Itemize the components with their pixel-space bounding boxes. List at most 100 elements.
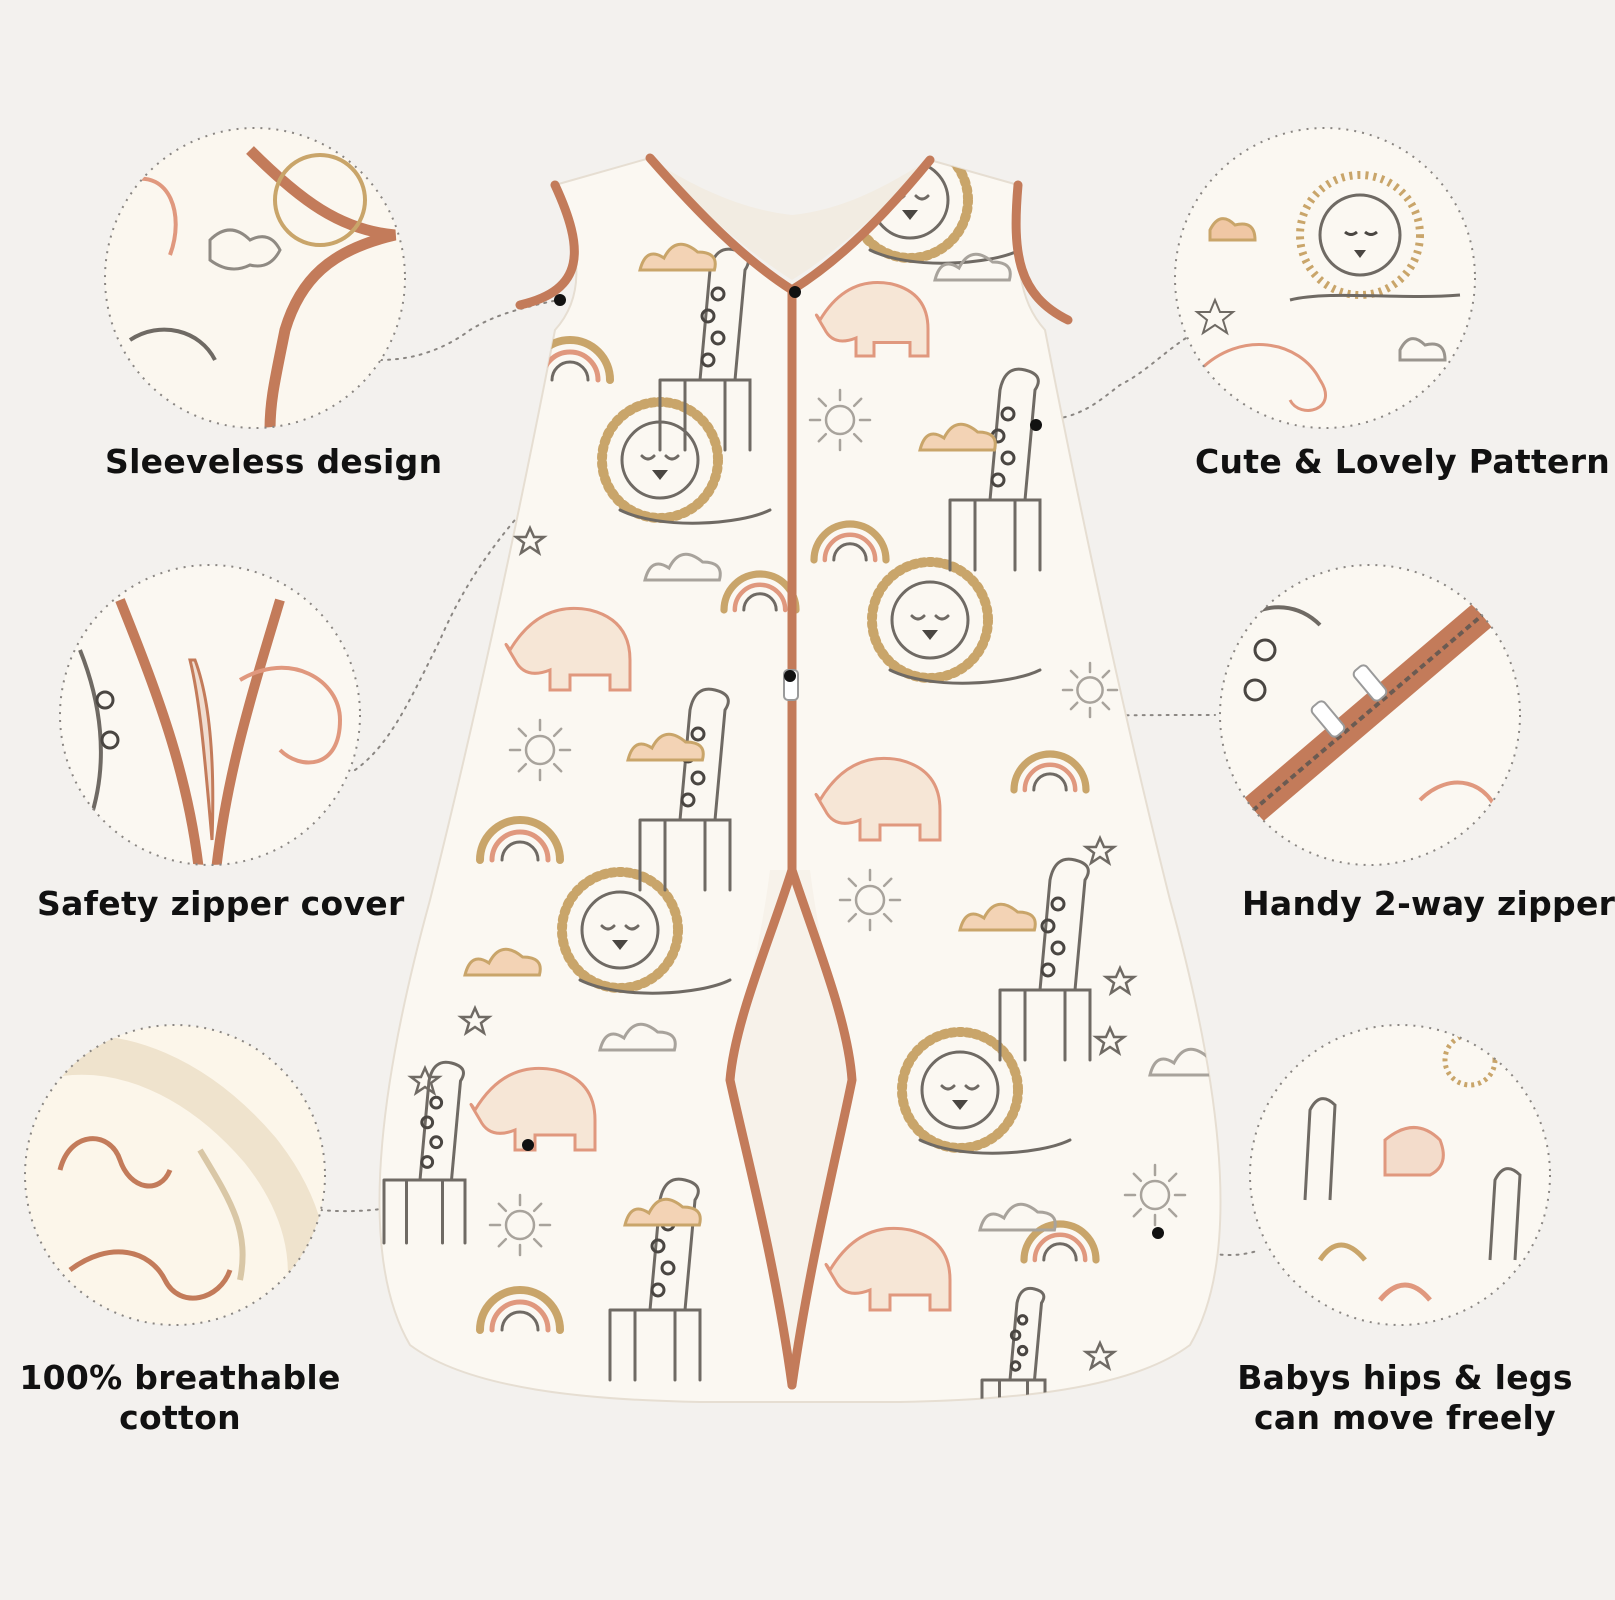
sun-ray-motif [517,727,528,738]
sun-ray-motif [847,912,858,923]
trim-binding [515,153,1073,1390]
animal-print-pattern [382,158,1221,1402]
rainbow-motif [550,360,590,382]
cloud-motif [598,1022,677,1052]
dot-cotton [522,1139,534,1151]
giraffe-spot-motif [1050,940,1066,956]
lion-body-motif [888,668,1042,685]
cloud-motif [958,902,1037,932]
sun-ray-motif [1101,669,1111,679]
giraffe-spot-motif [1000,406,1016,422]
rainbow-motif [476,816,564,864]
lion-eyes-motif [910,614,950,621]
label-cotton-line-2: cotton [119,1398,241,1437]
elephant-motif [469,1066,597,1152]
giraffe-spot-motif [1009,1360,1022,1372]
star-motif [1092,1024,1128,1056]
star-motif [1082,1339,1118,1371]
giraffe-spot-motif [680,792,696,808]
detail-sleeveless [105,128,405,428]
leg-opening [730,870,850,1380]
sun-ray-motif [552,762,563,773]
rainbow-motif [1032,1232,1088,1263]
label-breathable-cotton: 100% breathable cotton [19,1358,340,1438]
rainbow-motif [1042,1242,1078,1262]
star-motif [457,1004,493,1036]
inner-lining [655,162,925,280]
lion-body-motif [618,508,772,525]
rainbow-motif [500,1310,540,1332]
giraffe-spot-motif [429,1095,444,1110]
sun-ray-motif [817,432,828,443]
detail-two-way-zipper [1220,565,1520,865]
lion-eyes-motif [600,924,640,931]
detail-cotton [25,1025,325,1325]
rainbow-motif [822,532,878,563]
sun-ray-motif [517,762,528,773]
sun-ray-motif [847,877,858,888]
giraffe-motif [608,1177,702,1382]
label-zipper-cover-line-1: Safety zipper cover [37,884,405,923]
giraffe-spot-motif [420,1115,435,1130]
sun-ray-motif [882,877,893,888]
sun-motif [854,884,886,916]
sun-ray-motif [497,1237,508,1248]
sun-ray-motif [852,397,863,408]
giraffe-spot-motif [1009,1329,1022,1341]
sun-motif [1076,676,1104,704]
lion-mane-motif [557,867,683,993]
sleep-sack [378,153,1222,1403]
star-motif [1102,964,1138,996]
giraffe-spot-motif [1016,1314,1029,1326]
sun-motif [524,734,556,766]
star-motif [512,524,548,556]
dot-two-way [784,670,796,682]
detail-hips-legs [1250,1025,1550,1325]
label-two-way-line-1: Handy 2-way zipper [1242,884,1615,923]
giraffe-spot-motif [429,1135,444,1150]
label-cute-lovely-pattern: Cute & Lovely Pattern [1195,442,1610,482]
lion-nose-motif [902,210,918,220]
sun-ray-motif [532,1237,543,1248]
rainbow-motif [1032,772,1068,792]
rainbow-motif [810,520,890,564]
cloud-motif [933,252,1012,282]
rainbow-motif [500,840,540,862]
sun-motif [1139,1179,1171,1211]
giraffe-motif [998,857,1092,1062]
giraffe-spot-motif [710,286,726,302]
giraffe-spot-motif [650,1282,666,1298]
lion-face-motif [920,1050,1000,1130]
cloud-motif [643,552,722,582]
lion-eyes-motif [940,1084,980,1091]
cloud-motif [978,1202,1057,1232]
rainbow-motif [489,829,551,863]
giraffe-spot-motif [990,472,1006,488]
label-hips-line-2: can move freely [1254,1398,1556,1437]
giraffe-spot-motif [1000,450,1016,466]
giraffe-spot-motif [650,1238,666,1254]
dot-pattern [1030,419,1042,431]
giraffe-spot-motif [710,330,726,346]
connector-dots [522,286,1164,1239]
rainbow-motif [1020,1220,1100,1264]
label-sleeveless-design: Sleeveless design [105,442,442,482]
connector-pattern [1039,329,1201,421]
lion-face-motif [580,890,660,970]
lion-nose-motif [922,630,938,640]
lion-body-motif [578,978,732,995]
elephant-motif [814,281,930,358]
elephant-motif [814,756,942,842]
lion-face-motif [890,580,970,660]
rainbow-motif [476,1286,564,1334]
label-pattern-line-1: Cute & Lovely Pattern [1195,442,1611,481]
detail-circles [24,127,1551,1326]
sun-ray-motif [1069,701,1079,711]
connector-sleeveless [379,299,559,361]
dot-zipper-cover [789,286,801,298]
giraffe-spot-motif [1016,1344,1029,1357]
label-sleeveless-line-1: Sleeveless design [105,442,443,481]
label-safety-zipper-cover: Safety zipper cover [37,884,405,924]
